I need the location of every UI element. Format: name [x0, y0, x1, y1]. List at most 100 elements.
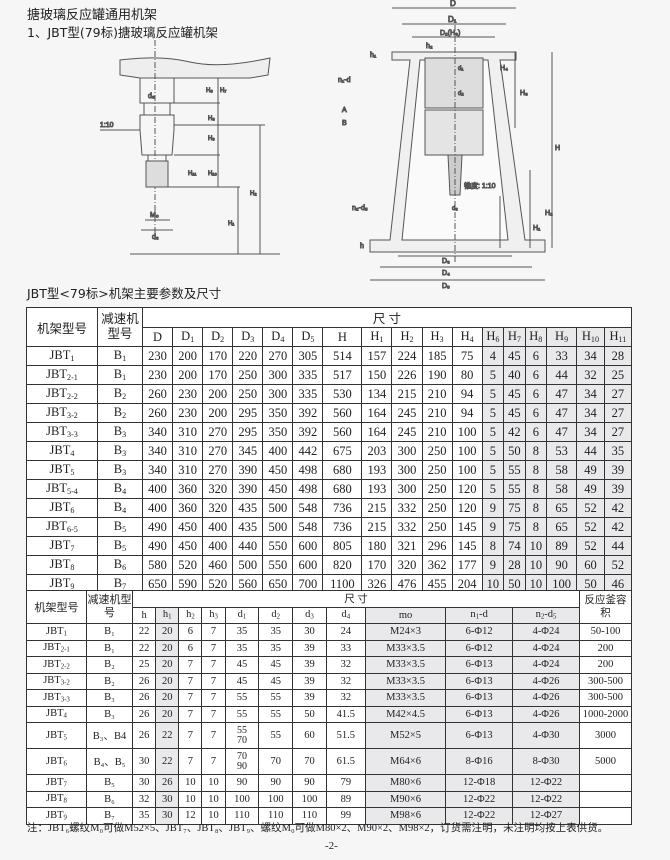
dimension-cell: 10: [178, 790, 203, 808]
dimension-cell: M33×3.5: [364, 672, 447, 690]
dimension-cell: 736: [322, 517, 363, 537]
label-h2: h₂: [426, 43, 433, 50]
dimension-cell: 520: [202, 574, 234, 594]
dimension-cell: 517: [322, 365, 363, 385]
dimension-cell: 600: [292, 555, 324, 575]
dimension-cell: 4-Φ26: [512, 689, 580, 707]
dimension-cell: 500: [262, 498, 294, 518]
col-header-d1: D1: [172, 327, 204, 347]
dimension-cell: 51.5: [325, 722, 366, 749]
model-cell: JBT6-5: [26, 517, 98, 537]
label-h11: H₁₁: [188, 171, 196, 177]
dimension-cell: 100: [224, 790, 260, 808]
model-cell: JBT3-2: [26, 403, 98, 423]
dimension-cell: 30: [131, 748, 157, 775]
dimension-cell: 6-Φ13: [445, 689, 514, 707]
col-header-h11: H11: [603, 327, 633, 347]
dimension-cell: 270: [262, 346, 294, 366]
dimension-cell: 32: [325, 689, 366, 707]
dimension-cell: 42: [603, 517, 633, 537]
dimension-cell: 100: [292, 790, 327, 808]
dimension-cell: 400: [262, 441, 294, 461]
col-header-h1: H1: [361, 327, 393, 347]
dimension-cell: 30: [292, 623, 327, 641]
dimension-cell: 450: [172, 536, 204, 556]
dimension-cell: 120: [451, 479, 483, 499]
dimension-cell: 10: [524, 555, 548, 575]
dimension-cell: 65: [546, 517, 578, 537]
dimension-cell: 6-Φ12: [445, 623, 514, 641]
reducer-cell: B6: [97, 555, 143, 575]
dimension-cell: 203: [361, 441, 393, 461]
volume-cell: 200: [579, 656, 632, 674]
dimension-cell: 6: [524, 384, 548, 404]
col-header-d4: d4: [325, 606, 366, 624]
dimension-cell: 100: [258, 790, 294, 808]
col-header-model: 机架型号: [26, 307, 98, 347]
dimension-cell: 35: [224, 623, 260, 641]
model-cell: JBT2-2: [26, 384, 98, 404]
dimension-cell: 230: [141, 365, 174, 385]
dimension-cell: 600: [292, 536, 324, 556]
section-subtitle: 1、JBT型(79标)搪玻璃反应罐机架: [27, 25, 219, 40]
col-group-dimensions: 尺 寸: [132, 590, 580, 608]
dimension-cell: 20: [155, 623, 180, 641]
dimension-cell: 250: [421, 460, 453, 480]
dimension-cell: 498: [292, 479, 324, 499]
dimension-cell: 340: [141, 422, 174, 442]
dimension-cell: 35: [224, 639, 260, 657]
label-H: H: [555, 145, 560, 152]
dimension-cell: 12: [178, 807, 203, 825]
col-header-d3: D3: [232, 327, 264, 347]
dimension-cell: 39: [292, 672, 327, 690]
dimension-cell: 27: [603, 422, 633, 442]
dimension-cell: 340: [141, 441, 174, 461]
reducer-cell: B₃: [86, 689, 133, 707]
dimension-cell: 39: [603, 479, 633, 499]
volume-cell: 3000: [579, 722, 632, 749]
dimension-cell: 476: [391, 574, 423, 594]
volume-cell: 300-500: [579, 689, 632, 707]
dimension-cell: 53: [546, 441, 578, 461]
dimension-cell: 680: [322, 460, 363, 480]
col-header-d: D: [141, 327, 174, 347]
dimension-cell: 52: [603, 555, 633, 575]
dimension-cell: 22: [131, 639, 157, 657]
dimension-cell: 33: [546, 346, 578, 366]
dimension-cell: 295: [232, 422, 264, 442]
dimension-cell: 6-Φ13: [445, 672, 514, 690]
dimension-cell: 296: [421, 536, 453, 556]
model-cell: JBT3-2: [26, 672, 87, 690]
dimension-cell: 520: [172, 555, 204, 575]
dimension-cell: M52×5: [364, 722, 447, 749]
dimension-cell: 12-Φ22: [512, 790, 580, 808]
dimension-cell: 32: [325, 672, 366, 690]
dimension-cell: 7: [178, 656, 203, 674]
dimension-cell: 75: [503, 498, 526, 518]
dimension-cell: 32: [576, 365, 605, 385]
dimension-cell: 44: [546, 365, 578, 385]
dimension-cell: 7: [201, 656, 226, 674]
label-d3: d₃: [152, 234, 159, 241]
dimension-cell: 805: [322, 536, 363, 556]
dimension-cell: 42: [503, 422, 526, 442]
dimension-cell: 250: [232, 365, 264, 385]
dimension-cell: 320: [202, 498, 234, 518]
label-h1: H₁: [228, 221, 234, 227]
dimension-cell: 7: [178, 689, 203, 707]
label-h7: H₇: [220, 88, 226, 94]
dimension-cell: 55: [503, 479, 526, 499]
dimension-cell: M90×6: [364, 790, 447, 808]
dimension-cell: 52: [576, 498, 605, 518]
dimension-cell: 164: [361, 403, 393, 423]
reducer-cell: B₇: [86, 807, 133, 825]
dimension-cell: 39: [603, 460, 633, 480]
dimension-cell: 215: [361, 517, 393, 537]
dimension-cell: 80: [451, 365, 483, 385]
dimension-cell: 110: [292, 807, 327, 825]
dimension-cell: 8-Φ16: [445, 748, 514, 775]
